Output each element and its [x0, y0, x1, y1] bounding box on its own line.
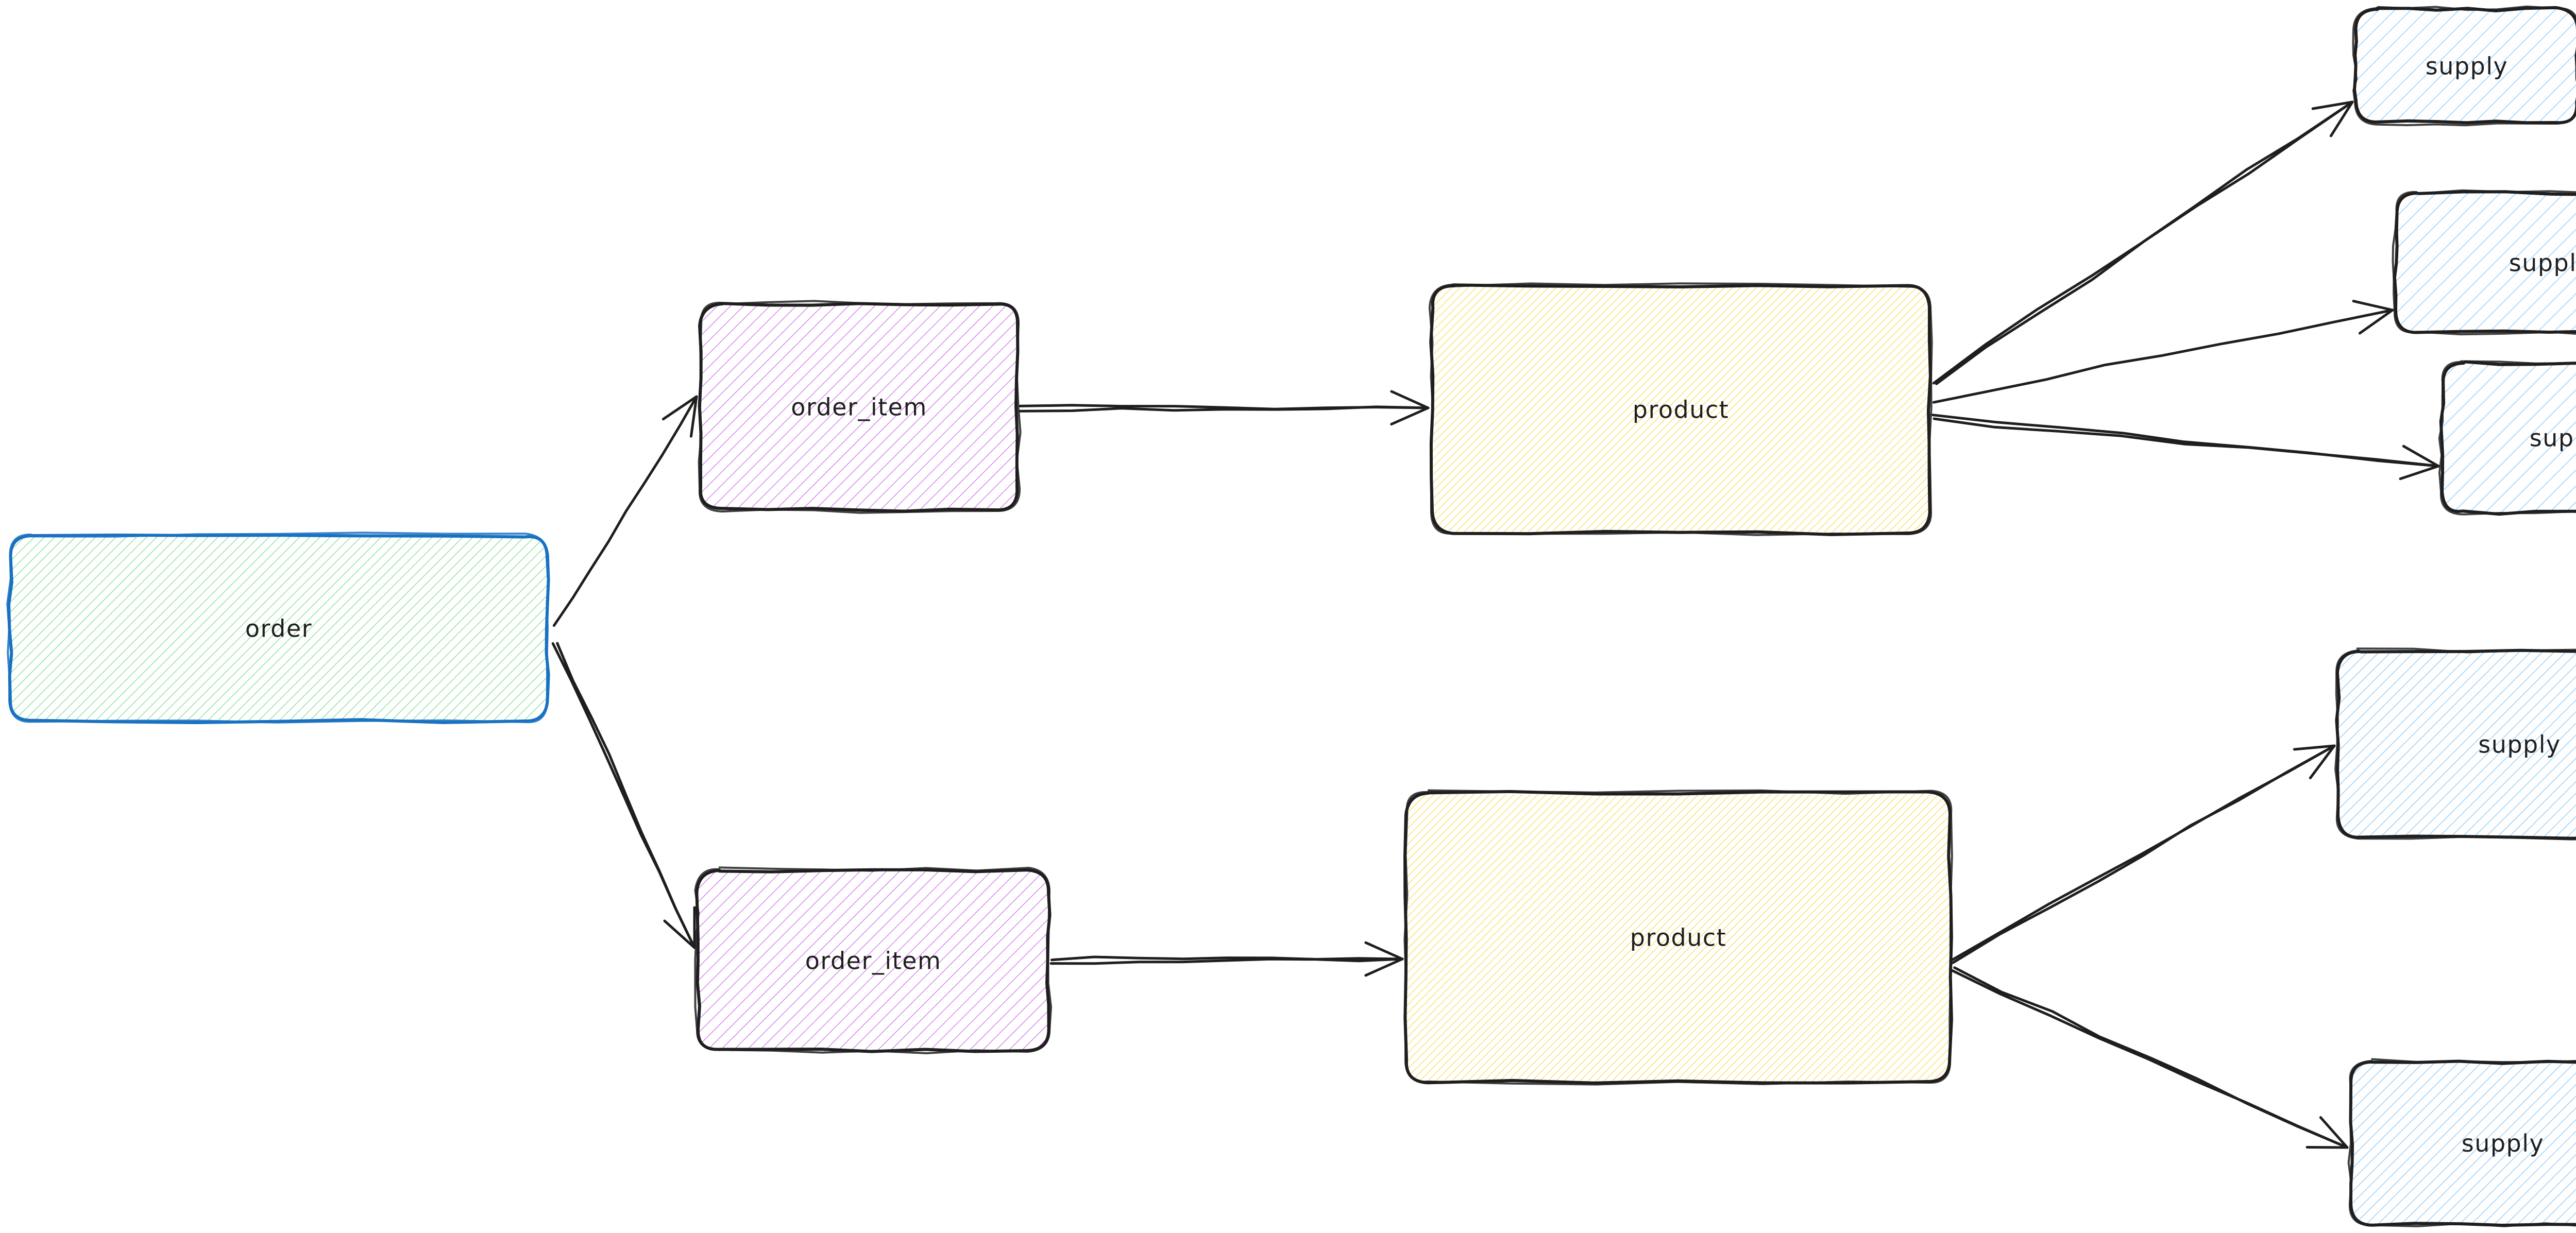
node-label: order_item: [805, 947, 942, 975]
edge-stroke: [552, 395, 698, 627]
edge-stroke-second: [1935, 100, 2354, 385]
node-label: order: [245, 615, 312, 643]
node-label: supply: [2530, 424, 2576, 452]
edge-stroke-second: [1951, 969, 2349, 1149]
arrowhead-barb: [2402, 444, 2440, 468]
node-outline-second: [694, 866, 1053, 1054]
edge-stroke-second: [1933, 417, 2440, 468]
edge-product_2-to-supply_4: [1951, 744, 2336, 964]
node-fill: [2395, 192, 2576, 333]
node-outline-second: [698, 300, 1022, 514]
arrowhead-barb: [1364, 957, 1404, 977]
edge-product_2-to-supply_5: [1951, 966, 2349, 1149]
node-product_1[interactable]: product: [1428, 282, 1933, 536]
arrowhead-barb: [2399, 465, 2440, 481]
node-outline: [2335, 648, 2576, 840]
edges-layer: [551, 100, 2440, 1149]
node-product_2[interactable]: product: [1403, 789, 1953, 1086]
node-outline-second: [1403, 789, 1953, 1086]
edge-product_1-to-supply_1: [1932, 100, 2354, 385]
arrowhead-barb: [2311, 100, 2354, 110]
nodes-layer: orderorder_itemorder_itemproductproducts…: [6, 5, 2576, 1227]
arrowhead-barb: [662, 395, 698, 421]
edge-stroke-second: [1952, 744, 2336, 964]
arrowhead-barb: [2319, 1116, 2349, 1149]
node-fill: [2337, 650, 2576, 838]
edge-stroke: [1932, 309, 2394, 404]
node-label: order_item: [791, 393, 927, 421]
node-outline-second: [2438, 360, 2576, 516]
arrowhead-barb: [663, 919, 696, 949]
edge-stroke: [1050, 955, 1404, 962]
node-label: product: [1633, 396, 1729, 424]
node-supply_2[interactable]: supply: [2392, 189, 2576, 336]
node-fill: [2350, 1061, 2576, 1225]
node-fill: [697, 869, 1049, 1052]
arrowhead-barb: [1390, 406, 1430, 426]
edge-stroke-second: [1019, 405, 1430, 413]
node-outline-second: [2334, 647, 2576, 841]
node-supply_4[interactable]: supply: [2334, 647, 2576, 841]
node-fill: [1431, 285, 1930, 535]
edge-order-to-order_item_1: [552, 395, 698, 627]
node-label: product: [1630, 924, 1726, 952]
edge-stroke-second: [551, 642, 696, 949]
node-fill: [2355, 8, 2576, 124]
node-label: supply: [2426, 53, 2509, 80]
node-fill: [1405, 792, 1951, 1083]
arrowhead-barb: [1364, 941, 1404, 961]
node-supply_5[interactable]: supply: [2347, 1058, 2576, 1227]
node-order_item_1[interactable]: order_item: [698, 300, 1022, 514]
node-fill: [2441, 362, 2576, 513]
node-outline-second: [2347, 1058, 2576, 1227]
node-outline-second: [6, 532, 550, 724]
node-fill: [700, 303, 1019, 511]
arrowhead-barb: [2358, 309, 2394, 335]
node-outline-second: [2352, 5, 2576, 127]
arrowhead-barb: [2352, 300, 2394, 312]
arrowhead-barb: [1390, 390, 1430, 409]
node-order[interactable]: order: [6, 532, 550, 724]
node-supply_1[interactable]: supply: [2352, 5, 2576, 127]
arrowhead-barb: [2329, 100, 2354, 138]
node-outline-second: [2392, 189, 2576, 336]
edge-product_1-to-supply_3: [1931, 414, 2440, 481]
node-label: supply: [2462, 1129, 2545, 1157]
node-outline-second: [1428, 282, 1933, 536]
edge-product_1-to-supply_2: [1932, 300, 2394, 404]
node-label: supply: [2478, 731, 2561, 759]
edge-order_item_2-to-product_2: [1049, 941, 1404, 977]
edge-stroke-second: [1049, 957, 1404, 965]
edge-order-to-order_item_2: [551, 642, 696, 949]
edge-order_item_1-to-product_1: [1019, 390, 1430, 426]
node-supply_3[interactable]: supply: [2438, 360, 2576, 516]
arrowhead-barb: [2309, 744, 2336, 779]
arrowhead-barb: [2293, 744, 2336, 751]
arrowhead-barb: [689, 395, 698, 438]
node-order_item_2[interactable]: order_item: [694, 866, 1053, 1054]
node-fill: [9, 534, 548, 722]
node-label: supply: [2509, 249, 2576, 277]
